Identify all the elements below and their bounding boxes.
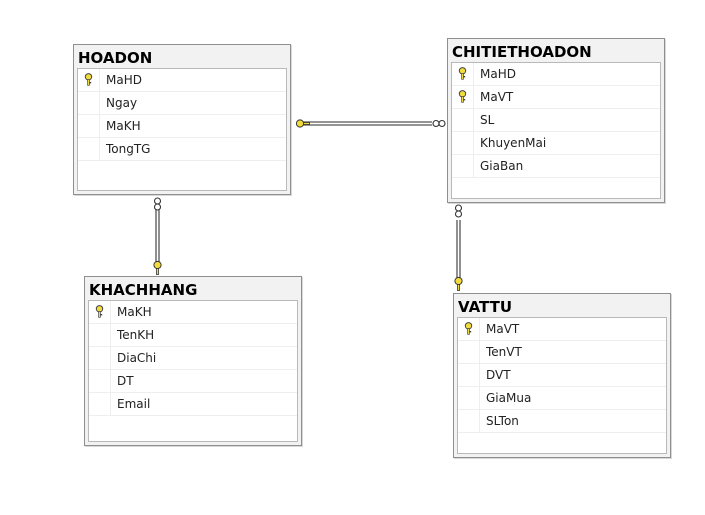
row-selector — [89, 324, 111, 346]
key-icon — [78, 69, 100, 91]
column-name: DVT — [486, 368, 511, 382]
infinity-icon — [153, 197, 162, 211]
column-name: MaKH — [106, 119, 141, 133]
row-selector — [89, 370, 111, 392]
column-row[interactable]: MaHD — [78, 69, 286, 92]
column-row[interactable]: TongTG — [78, 138, 286, 161]
column-row[interactable]: DiaChi — [89, 347, 297, 370]
table-title: KHACHHANG — [89, 281, 198, 299]
row-selector — [89, 347, 111, 369]
column-name: DiaChi — [117, 351, 157, 365]
column-row[interactable]: Email — [89, 393, 297, 416]
column-row[interactable]: KhuyenMai — [452, 132, 660, 155]
infinity-icon — [454, 204, 463, 218]
key-icon — [452, 86, 474, 108]
column-row[interactable]: TenKH — [89, 324, 297, 347]
row-selector — [89, 393, 111, 415]
row-selector — [78, 115, 100, 137]
column-name: SLTon — [486, 414, 519, 428]
column-row[interactable]: MaKH — [78, 115, 286, 138]
row-selector — [458, 387, 480, 409]
column-name: TenKH — [117, 328, 155, 342]
column-name: MaHD — [106, 73, 142, 87]
column-row[interactable]: MaVT — [458, 318, 666, 341]
column-row[interactable]: Ngay — [78, 92, 286, 115]
column-name: DT — [117, 374, 134, 388]
column-name: MaVT — [480, 90, 514, 104]
key-icon — [458, 318, 480, 340]
column-name: MaHD — [480, 67, 516, 81]
row-selector — [78, 138, 100, 160]
column-row[interactable]: MaVT — [452, 86, 660, 109]
row-selector — [452, 132, 474, 154]
table-title: HOADON — [78, 49, 153, 67]
column-name: SL — [480, 113, 495, 127]
column-row[interactable]: DT — [89, 370, 297, 393]
column-name: MaVT — [486, 322, 520, 336]
infinity-icon — [432, 119, 446, 128]
key-icon — [295, 119, 310, 128]
column-row[interactable]: GiaMua — [458, 387, 666, 410]
column-name: Email — [117, 397, 151, 411]
table-title: VATTU — [458, 298, 513, 316]
column-name: GiaBan — [480, 159, 524, 173]
column-row[interactable]: GiaBan — [452, 155, 660, 178]
key-icon — [89, 301, 111, 323]
row-selector — [78, 92, 100, 114]
row-selector — [458, 341, 480, 363]
key-icon — [454, 276, 463, 291]
row-selector — [452, 155, 474, 177]
relationship-vattu-chitiethoadon[interactable] — [454, 204, 463, 291]
column-row[interactable]: SLTon — [458, 410, 666, 433]
table-title: CHITIETHOADON — [452, 43, 592, 61]
key-icon — [153, 260, 162, 275]
column-row[interactable]: TenVT — [458, 341, 666, 364]
column-name: TongTG — [106, 142, 151, 156]
column-row[interactable]: SL — [452, 109, 660, 132]
row-selector — [458, 364, 480, 386]
column-row[interactable]: MaKH — [89, 301, 297, 324]
relationship-khachhang-hoadon[interactable] — [153, 197, 162, 275]
column-name: MaKH — [117, 305, 152, 319]
column-name: TenVT — [486, 345, 522, 359]
column-row[interactable]: MaHD — [452, 63, 660, 86]
column-name: KhuyenMai — [480, 136, 547, 150]
relationship-hoadon-chitiethoadon[interactable] — [295, 119, 446, 128]
column-name: GiaMua — [486, 391, 532, 405]
key-icon — [452, 63, 474, 85]
row-selector — [452, 109, 474, 131]
row-selector — [458, 410, 480, 432]
column-name: Ngay — [106, 96, 138, 110]
column-row[interactable]: DVT — [458, 364, 666, 387]
